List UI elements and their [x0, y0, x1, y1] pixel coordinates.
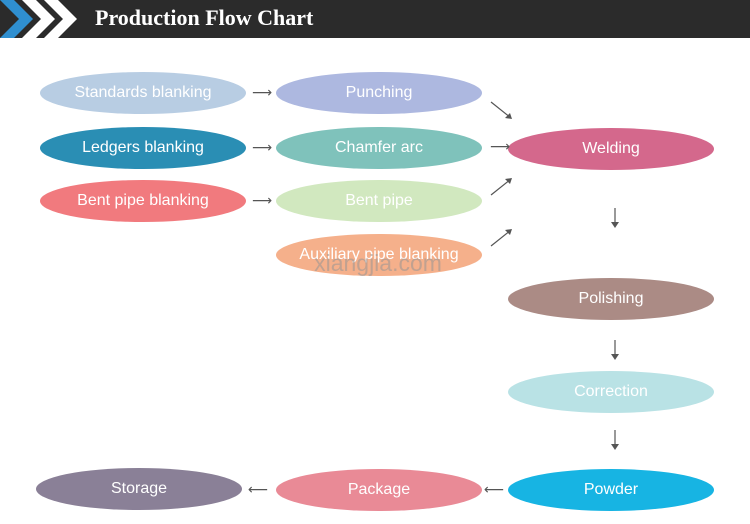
node-polishing: Polishing — [508, 278, 714, 320]
arrow-diagonal-up-icon — [490, 229, 512, 247]
arrow-down-icon — [611, 430, 619, 450]
node-standards-blanking: Standards blanking — [40, 72, 246, 114]
arrow-down-icon — [611, 340, 619, 360]
node-chamfer-arc: Chamfer arc — [276, 127, 482, 169]
chevron-logo-icon — [0, 0, 77, 38]
header-bar: Production Flow Chart — [0, 0, 750, 38]
node-bent-pipe-blanking: Bent pipe blanking — [40, 180, 246, 222]
page-title: Production Flow Chart — [95, 5, 314, 30]
arrow-right-icon: ⟶ — [252, 140, 273, 156]
arrow-left-icon: ⟵ — [248, 482, 269, 498]
node-correction: Correction — [508, 371, 714, 413]
arrow-right-icon: ⟶ — [252, 85, 273, 101]
node-bent-pipe: Bent pipe — [276, 180, 482, 222]
node-auxiliary-pipe-blanking: Auxiliary pipe blanking — [276, 234, 482, 276]
arrow-right-icon: ⟶ — [490, 139, 511, 155]
arrow-left-icon: ⟵ — [484, 482, 505, 498]
node-ledgers-blanking: Ledgers blanking — [40, 127, 246, 169]
node-storage: Storage — [36, 468, 242, 510]
arrow-right-icon: ⟶ — [252, 193, 273, 209]
node-welding: Welding — [508, 128, 714, 170]
node-powder: Powder — [508, 469, 714, 511]
arrow-diagonal-up-icon — [490, 178, 512, 196]
arrow-down-icon — [611, 208, 619, 228]
arrow-diagonal-down-icon — [490, 101, 512, 119]
node-package: Package — [276, 469, 482, 511]
node-punching: Punching — [276, 72, 482, 114]
